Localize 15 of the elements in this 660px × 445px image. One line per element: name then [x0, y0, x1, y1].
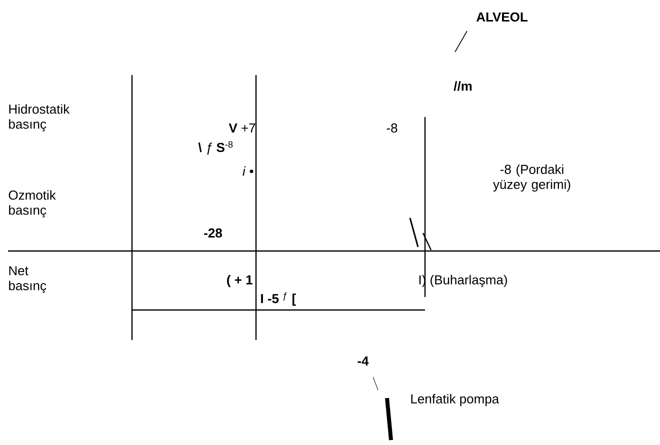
label-text: Lenfatik pompa: [411, 394, 500, 406]
label-text: V +7: [228, 124, 256, 132]
label-text: -8 (Pordaki yüzey gerimi): [493, 164, 570, 192]
label-text: Ozmotik basınç: [8, 190, 56, 218]
label-text: -28: [204, 228, 222, 238]
label-text: I -5 $^{ƒ}$ [: [261, 292, 296, 306]
label-text: ( + 1: [227, 274, 252, 288]
label-text: Hidrostatik basınç: [9, 104, 70, 132]
label-text: \ ƒ S$^{-8}$: [198, 141, 233, 155]
label-text: -4: [358, 356, 369, 366]
label-text: Net basınç: [9, 266, 46, 293]
label-text: ALVEOL: [476, 12, 528, 22]
label-text: i •: [242, 166, 254, 176]
label-text: -8: [386, 123, 398, 133]
label-text: //m: [454, 81, 472, 91]
